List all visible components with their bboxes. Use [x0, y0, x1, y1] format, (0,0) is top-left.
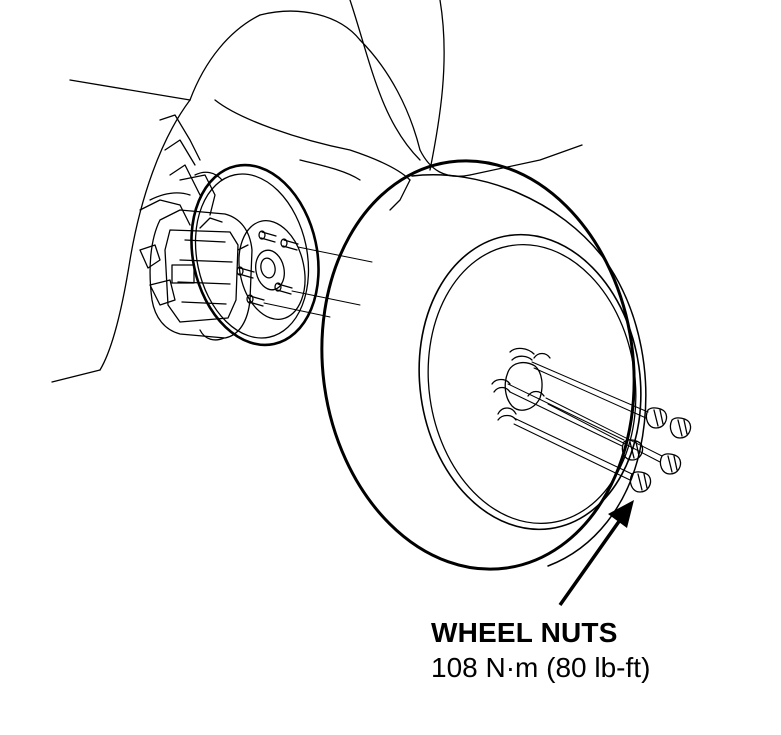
lug-hole — [533, 352, 551, 359]
wheel-stud — [236, 266, 255, 279]
brake-caliper — [149, 209, 253, 341]
alignment-lines-nuts — [507, 361, 663, 481]
lug-hole — [491, 378, 511, 393]
wheel-stud — [246, 294, 265, 307]
wheel-nut — [659, 453, 682, 475]
wheel-stud — [274, 282, 293, 295]
torque-spec: 108 N·m (80 lb-ft) — [431, 652, 651, 683]
wheel-nut — [621, 439, 644, 461]
wheel-stud — [280, 238, 299, 251]
steering-knuckle — [139, 171, 223, 306]
lug-hole — [497, 407, 517, 421]
wheel-nut — [645, 407, 668, 429]
brake-disc — [190, 163, 320, 347]
wheel-studs — [236, 230, 299, 307]
wheel-nuts-label: WHEEL NUTS — [431, 617, 618, 648]
wheel-stud — [258, 230, 277, 243]
wheel-nut — [669, 417, 692, 439]
callout-arrow — [558, 500, 634, 607]
wheel-center — [491, 347, 551, 421]
wheel-nuts — [621, 407, 692, 493]
wheel-hub — [255, 249, 285, 291]
tire — [320, 159, 647, 571]
vehicle-fender — [51, 0, 583, 383]
wheel-nut — [629, 471, 652, 493]
lug-hole — [509, 347, 535, 361]
